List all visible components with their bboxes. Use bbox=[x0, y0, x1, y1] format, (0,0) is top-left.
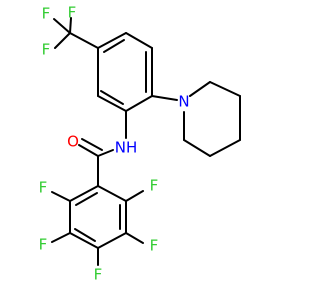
trifluoromethyl-f-left-bond bbox=[54, 32, 71, 49]
lower-ring-bond-4-inner bbox=[74, 228, 96, 242]
carbonyl-double-bond-inner bbox=[81, 138, 103, 151]
ring-f-lower-left-label: F bbox=[39, 236, 48, 254]
ring-f-upper-left-bond bbox=[51, 191, 71, 202]
carbonyl-double-bond-outer bbox=[78, 144, 99, 157]
lower-ring-bond-1 bbox=[97, 185, 127, 202]
diagram-background bbox=[0, 0, 300, 300]
upper-ring-bond-6 bbox=[97, 32, 127, 49]
trifluoromethyl-f-top-left-label: F bbox=[42, 5, 51, 23]
lower-ring-bond-6-inner bbox=[75, 192, 98, 206]
lower-ring-bond-6 bbox=[69, 185, 99, 202]
trifluoromethyl-f-top-bond bbox=[69, 17, 72, 34]
piperidine-link-bond bbox=[151, 95, 178, 101]
ring-f-upper-left-label: F bbox=[39, 179, 48, 197]
ring-f-upper-right-bond bbox=[125, 190, 144, 202]
ring-f-bottom-label: F bbox=[94, 266, 103, 284]
upper-ring-bond-4 bbox=[97, 95, 127, 112]
chemical-structure-diagram: F F F N NH O F F F F F bbox=[0, 0, 300, 300]
lower-ring-bond-3 bbox=[97, 232, 127, 249]
trifluoromethyl-f-top-left-bond bbox=[53, 18, 71, 34]
upper-ring-bond-6-inner bbox=[103, 39, 125, 53]
ring-f-upper-right-label: F bbox=[150, 177, 159, 195]
amide-oxygen-label: O bbox=[67, 133, 79, 151]
piperidine-ring-bond-2 bbox=[209, 81, 241, 97]
piperidine-ring-bond-1 bbox=[189, 81, 211, 97]
trifluoromethyl-f-left-label: F bbox=[42, 41, 51, 59]
upper-ring-bond-4-inner bbox=[100, 90, 124, 105]
lower-ring-bond-4 bbox=[69, 232, 99, 249]
ring-f-lower-left-bond bbox=[51, 232, 71, 243]
upper-ring-bond-1 bbox=[125, 32, 153, 49]
amide-nitrogen-hydrogen-label: NH bbox=[115, 139, 138, 157]
ring-f-lower-right-label: F bbox=[150, 237, 159, 255]
piperidine-ring-bond-4 bbox=[209, 139, 241, 157]
trifluoromethyl-carbon-bond bbox=[69, 32, 99, 49]
piperidine-ring-bond-5 bbox=[183, 139, 211, 157]
amide-nitrogen-to-carbonyl-bond bbox=[97, 149, 114, 157]
ring-f-lower-right-bond bbox=[125, 232, 144, 244]
piperidine-nitrogen-label: N bbox=[178, 93, 189, 111]
upper-ring-bond-3 bbox=[125, 95, 153, 112]
trifluoromethyl-f-top-label: F bbox=[68, 4, 77, 22]
